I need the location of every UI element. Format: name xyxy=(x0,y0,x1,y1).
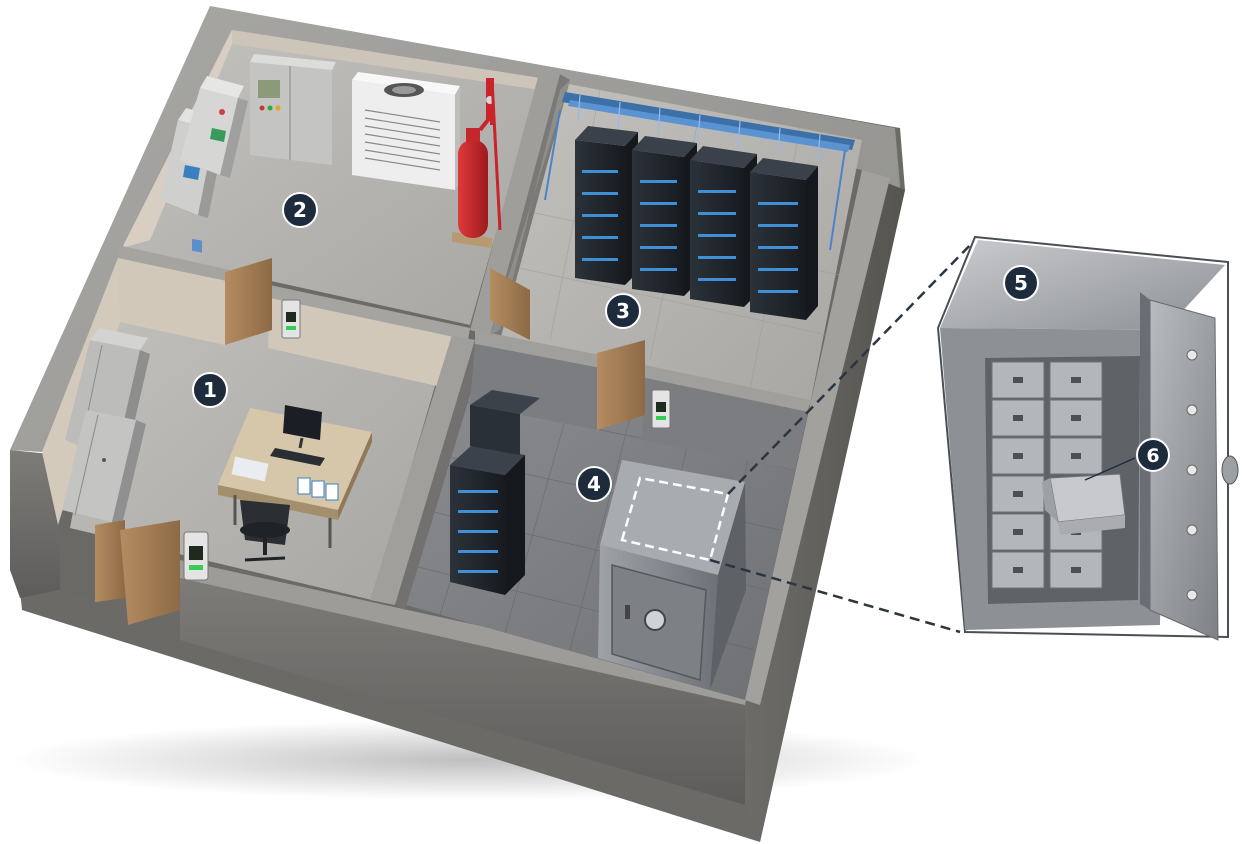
conduit-pipe xyxy=(490,79,502,231)
door-icon xyxy=(490,268,530,340)
deposit-box-lock-icon xyxy=(1013,567,1023,573)
doors xyxy=(95,258,645,625)
marker-6-label: 6 xyxy=(1146,445,1159,467)
door-icon xyxy=(597,340,645,430)
id-card-icon xyxy=(297,477,339,501)
wall-1-4 xyxy=(370,335,475,605)
deposit-box-icon xyxy=(1042,473,1126,535)
vault-inset xyxy=(936,235,1239,641)
hvac-unit-icon xyxy=(352,72,460,190)
door-icon xyxy=(225,258,272,345)
marker-1: 1 xyxy=(192,372,228,408)
server-rack-icon xyxy=(632,136,697,296)
front-left-wall-segment xyxy=(60,520,100,600)
vault-handle xyxy=(1221,455,1239,485)
wall-1-2-right-face xyxy=(268,298,468,390)
marker-2-label: 2 xyxy=(293,198,307,222)
door-icon xyxy=(120,520,180,625)
deposit-box-icon xyxy=(991,475,1045,513)
rack-leds xyxy=(582,170,798,293)
wall-1-2-right-top xyxy=(270,285,470,340)
card-readers xyxy=(183,299,671,581)
paper-icon xyxy=(231,456,269,482)
right-wall xyxy=(745,180,905,842)
safe-dial xyxy=(644,609,666,631)
electrical-cabinet-icon xyxy=(180,76,248,178)
deposit-box-lock-icon xyxy=(1013,415,1023,421)
vault-safe-icon xyxy=(598,460,746,690)
deposit-box-lock-icon xyxy=(1071,377,1081,383)
room-3-left-wall xyxy=(490,80,570,335)
card-reader-icon xyxy=(183,531,209,581)
wall-3-4-top xyxy=(475,330,600,368)
front-wall xyxy=(180,575,745,805)
electrical-cabinet-icon xyxy=(250,54,336,165)
wall-1-2-face xyxy=(118,258,232,345)
marker-3-label: 3 xyxy=(616,299,630,323)
room-2-back-wall xyxy=(232,30,540,90)
zoom-connector-line xyxy=(709,558,961,634)
chair-icon xyxy=(240,500,290,562)
deposit-box-lock-icon xyxy=(1071,567,1081,573)
wall-1-2-top xyxy=(118,245,232,282)
wall-2-3 xyxy=(470,70,560,335)
left-front-wall xyxy=(10,450,60,598)
deposit-box-lock-icon xyxy=(1071,415,1081,421)
card-reader-icon xyxy=(651,389,671,429)
room-4-equipment xyxy=(450,390,746,690)
card-reader-icon xyxy=(281,299,301,339)
vault-bolts xyxy=(1186,349,1198,601)
room-3-equipment xyxy=(544,92,855,320)
door-icon xyxy=(95,520,125,602)
server-rack-icon xyxy=(750,158,818,320)
marker-5: 5 xyxy=(1003,265,1039,301)
wall-3-4-right-top xyxy=(645,365,810,412)
room-2-equipment xyxy=(160,54,502,253)
server-rack-icon xyxy=(450,390,540,595)
marker-5-label: 5 xyxy=(1014,271,1028,295)
zoom-connector-line xyxy=(727,239,976,495)
deposit-box-lock-icon xyxy=(1013,529,1023,535)
right-wall-rim xyxy=(745,170,890,705)
storage-cabinet-icon xyxy=(62,410,146,525)
server-rack-icon xyxy=(690,146,757,307)
marker-2: 2 xyxy=(282,192,318,228)
monitor-icon xyxy=(270,405,325,466)
marker-3: 3 xyxy=(605,293,641,329)
deposit-box-lock-icon xyxy=(1013,491,1023,497)
cable-tray xyxy=(544,92,855,251)
wall-1-4-face xyxy=(395,340,485,610)
front-wall-rim xyxy=(180,560,750,705)
room-1-equipment xyxy=(62,328,372,562)
deposit-box-icon xyxy=(991,437,1045,475)
marker-4: 4 xyxy=(576,466,612,502)
deposit-box-lock-icon xyxy=(1013,453,1023,459)
marker-4-label: 4 xyxy=(587,472,601,496)
deposit-box-lock-icon xyxy=(1071,453,1081,459)
deposit-box-lock-icon xyxy=(1013,377,1023,383)
marker-6: 6 xyxy=(1084,438,1170,481)
wall-3-4-right-face xyxy=(642,378,808,470)
server-rack-icon xyxy=(575,126,638,285)
marker-1-label: 1 xyxy=(203,378,217,402)
